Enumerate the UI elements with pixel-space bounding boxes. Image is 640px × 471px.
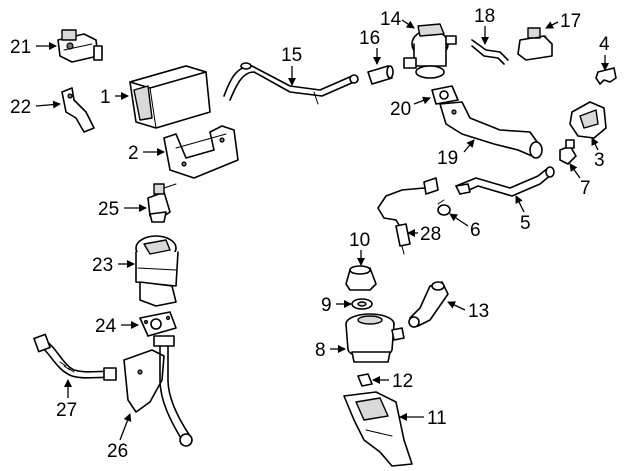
part-6-clamp [437, 199, 451, 216]
part-20-gasket [431, 85, 459, 105]
part-7-fitting [559, 139, 577, 165]
part-5-hose [455, 166, 555, 197]
callout-9: 9 [321, 295, 352, 316]
callout-7: 7 [569, 163, 591, 199]
callout-3-leader [591, 137, 599, 151]
callout-6-leader [449, 213, 469, 227]
part-27-pipe [33, 333, 117, 381]
part-16-hose [367, 65, 394, 85]
callout-4: 4 [599, 34, 610, 71]
callout-18: 18 [474, 6, 495, 45]
part-10-bushing [345, 265, 377, 291]
part-1-canister [129, 65, 211, 129]
callout-21: 21 [10, 37, 57, 58]
part-8-air-pump [345, 313, 405, 363]
callout-10-label: 10 [349, 230, 370, 251]
callout-9-label: 9 [321, 295, 332, 316]
callout-28: 28 [407, 224, 441, 245]
part-18-hose [471, 39, 509, 65]
callout-26-label: 26 [107, 441, 128, 462]
part-28-sensor [377, 177, 439, 255]
part-19-pipe [439, 101, 543, 159]
part-4-clip [595, 67, 617, 85]
callout-8: 8 [315, 340, 346, 361]
callout-24-label: 24 [95, 316, 117, 337]
part-2-bracket [163, 125, 239, 179]
callout-19-label: 19 [437, 148, 458, 169]
callout-13-label: 13 [468, 301, 489, 322]
callout-17-leader [545, 21, 559, 29]
part-25-sensor [147, 183, 177, 223]
callout-16: 16 [359, 28, 381, 65]
part-12-nut [357, 373, 373, 387]
part-14-valve [403, 23, 457, 79]
callout-6: 6 [449, 213, 481, 241]
callout-23-label: 23 [92, 255, 113, 276]
callout-12: 12 [372, 371, 413, 392]
callout-8-label: 8 [315, 340, 326, 361]
part-13-hose [408, 281, 449, 328]
callout-13-leader [447, 301, 466, 311]
callout-17: 17 [545, 11, 581, 32]
callout-22: 22 [10, 97, 61, 118]
callout-17-label: 17 [560, 11, 581, 32]
callout-21-label: 21 [10, 37, 31, 58]
callout-20-label: 20 [390, 99, 411, 120]
callout-20: 20 [390, 96, 431, 120]
callout-19-leader [463, 139, 475, 153]
part-3-bracket [569, 101, 607, 139]
part-26-pipe-assembly [123, 335, 193, 447]
callout-22-label: 22 [10, 97, 31, 118]
callout-16-label: 16 [359, 28, 380, 49]
callout-27: 27 [56, 379, 77, 421]
part-15-pipe [223, 62, 359, 105]
callout-5-label: 5 [520, 213, 531, 234]
callout-7-label: 7 [580, 178, 591, 199]
callout-25-label: 25 [98, 199, 119, 220]
callout-5: 5 [515, 195, 531, 234]
callout-1: 1 [100, 87, 129, 108]
callout-2-label: 2 [128, 143, 139, 164]
part-9-washer [351, 298, 373, 310]
callout-28-label: 28 [420, 224, 441, 245]
callout-18-label: 18 [474, 6, 495, 27]
callout-3: 3 [591, 137, 605, 171]
callout-14: 14 [380, 9, 415, 30]
callout-5-leader [515, 195, 525, 213]
callout-19: 19 [437, 139, 475, 169]
callout-26-leader [119, 413, 132, 441]
callout-27-label: 27 [56, 400, 77, 421]
part-24-gasket [139, 311, 177, 337]
part-23-egr-valve [135, 235, 179, 307]
part-22-bracket [61, 87, 95, 133]
callout-1-label: 1 [100, 87, 111, 108]
part-11-shield [343, 391, 413, 467]
callout-15-label: 15 [281, 45, 302, 66]
callout-26: 26 [107, 413, 132, 462]
callout-10: 10 [349, 230, 370, 266]
part-21-valve [57, 29, 103, 63]
callout-14-label: 14 [380, 9, 402, 30]
callout-20-leader [413, 96, 431, 105]
callout-15: 15 [281, 45, 302, 86]
callout-24: 24 [95, 316, 139, 337]
callout-25: 25 [98, 199, 147, 220]
callout-3-label: 3 [594, 150, 605, 171]
callout-11-label: 11 [427, 408, 447, 429]
callout-14-leader [401, 19, 415, 29]
callout-2: 2 [128, 143, 165, 164]
part-17-solenoid [517, 27, 553, 61]
callout-23: 23 [92, 255, 135, 276]
callout-12-label: 12 [392, 371, 413, 392]
callout-4-label: 4 [599, 34, 610, 55]
callout-7-leader [569, 163, 581, 179]
callout-22-leader [35, 100, 61, 109]
callout-6-label: 6 [470, 220, 481, 241]
callout-13: 13 [447, 301, 489, 322]
callout-11: 11 [399, 408, 447, 429]
